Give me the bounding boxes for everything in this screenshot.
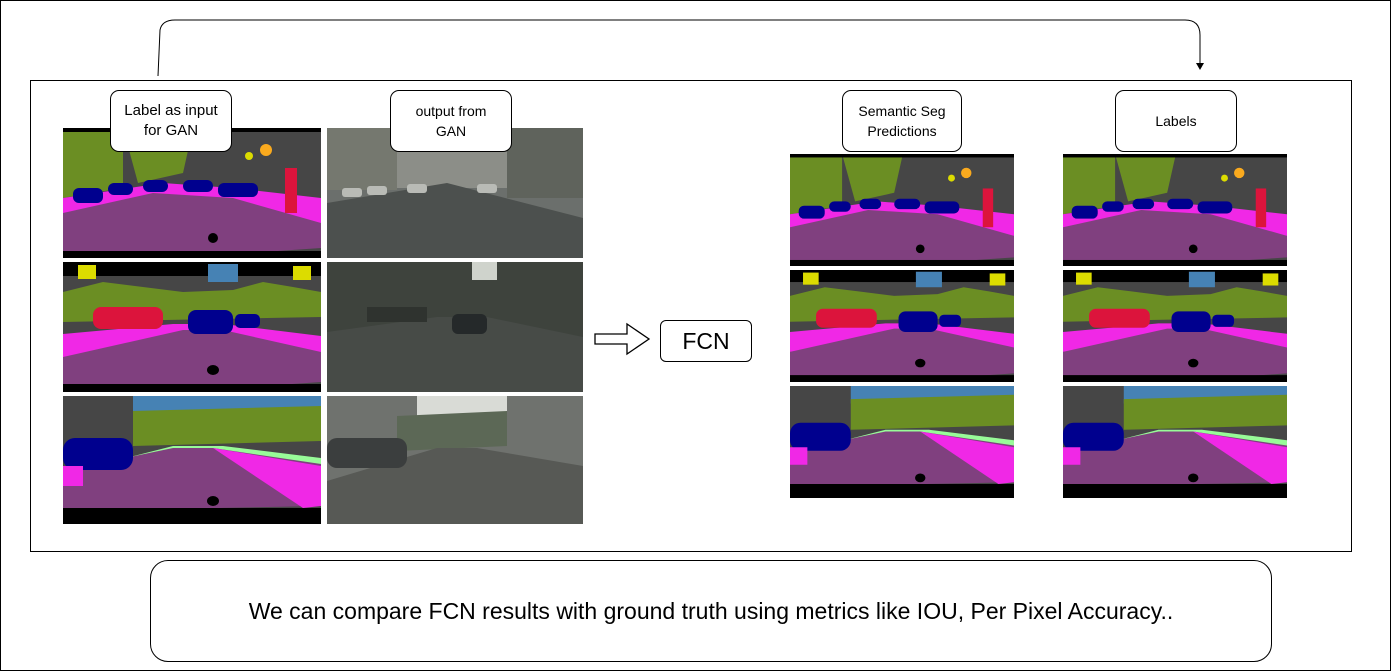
gan-output-image-2: [327, 262, 583, 392]
ground-truth-label: Labels: [1115, 90, 1237, 152]
feedback-arrow: [157, 19, 1204, 77]
gan-output-label: output from GAN: [390, 90, 512, 152]
ground-truth-map-2: [1063, 270, 1287, 382]
fcn-model-box: FCN: [660, 320, 752, 362]
gan-input-label: Label as input for GAN: [110, 90, 232, 152]
right-arrow-icon: [594, 322, 651, 356]
prediction-map-1: [790, 154, 1014, 266]
label-map-3: [63, 396, 321, 524]
gan-output-image-3: [327, 396, 583, 524]
summary-note: We can compare FCN results with ground t…: [150, 560, 1272, 662]
predictions-label: Semantic Seg Predictions: [842, 90, 962, 152]
prediction-map-2: [790, 270, 1014, 382]
ground-truth-map-1: [1063, 154, 1287, 266]
label-map-2: [63, 262, 321, 392]
gan-output-image-1: [327, 128, 583, 258]
ground-truth-map-3: [1063, 386, 1287, 498]
prediction-map-3: [790, 386, 1014, 498]
